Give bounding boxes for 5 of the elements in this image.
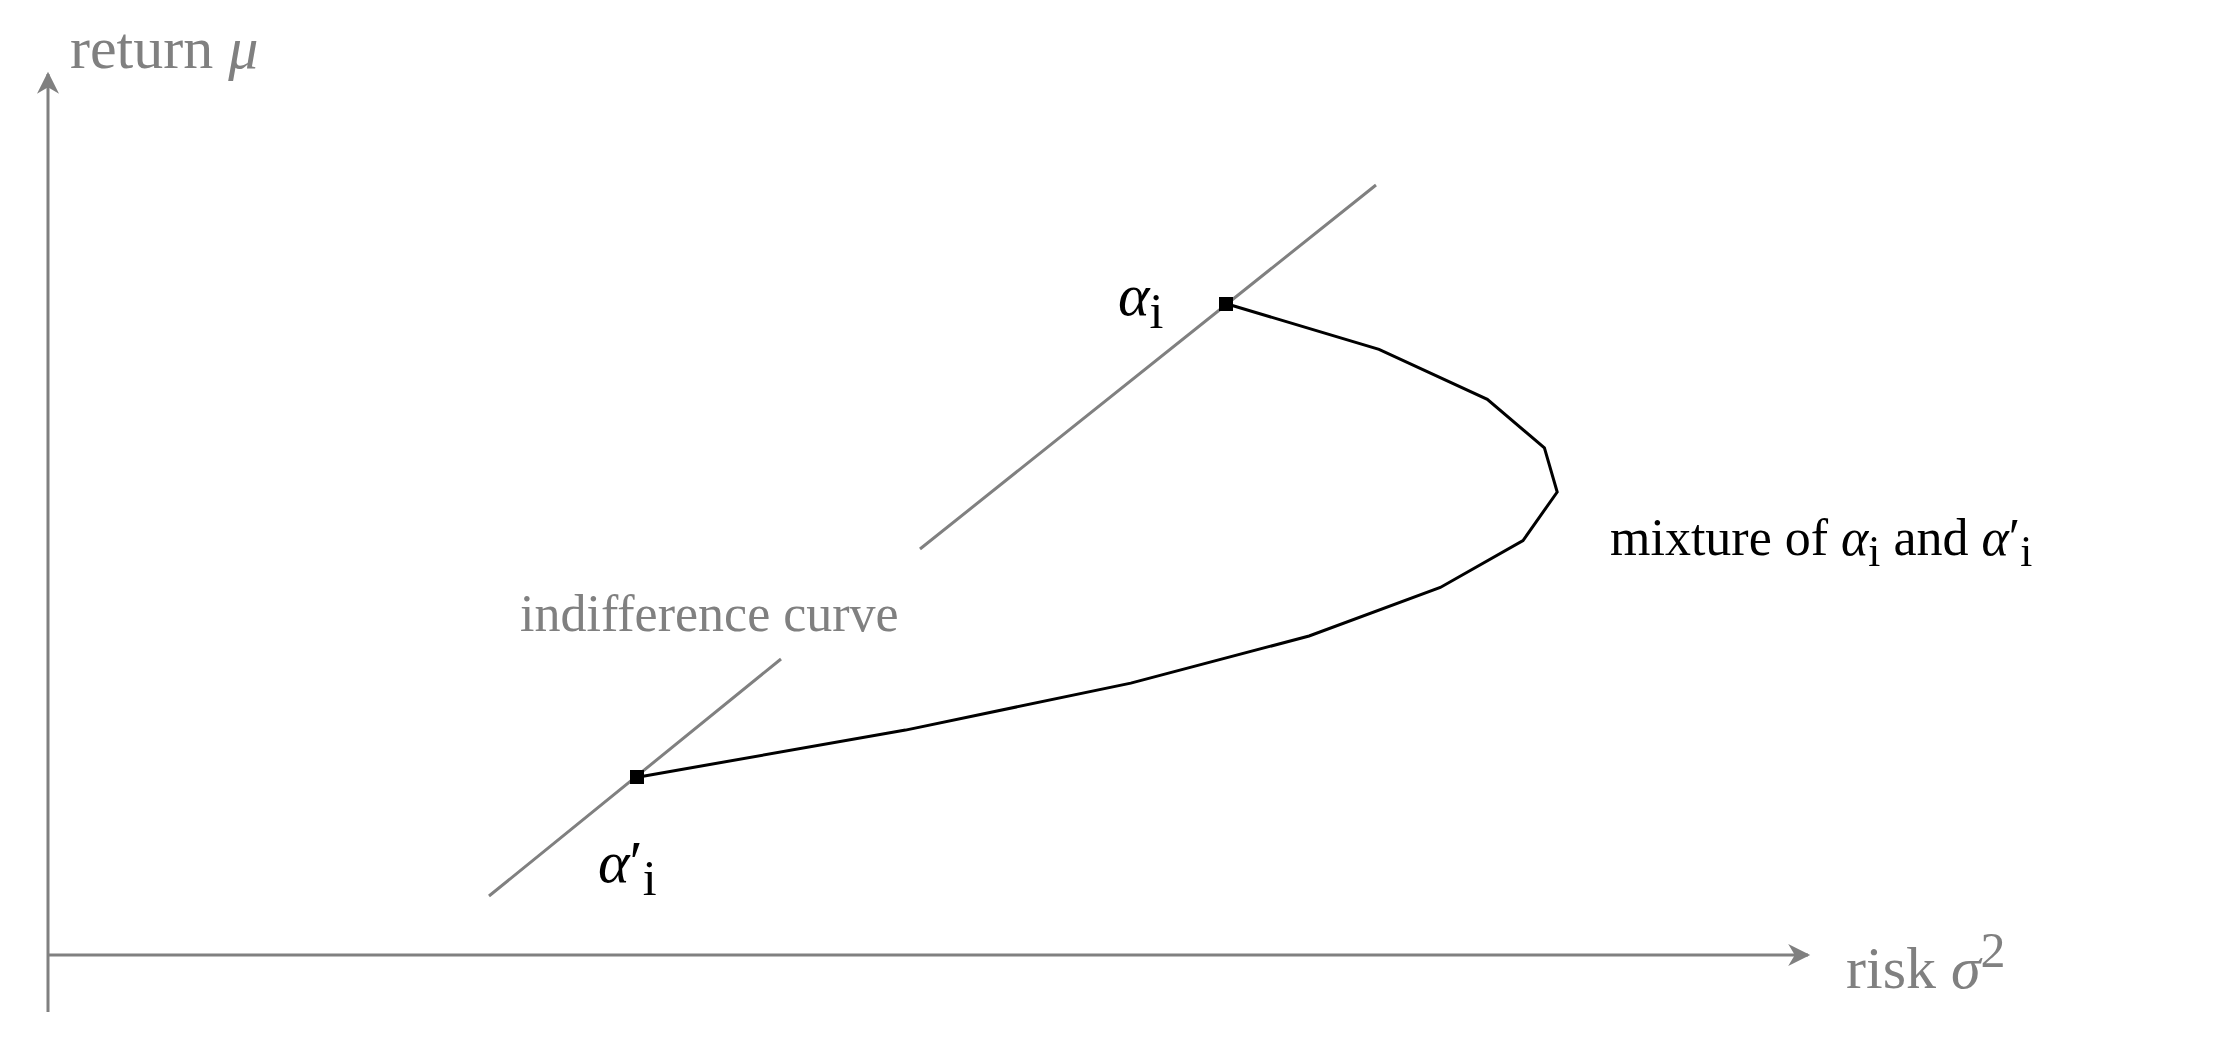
axis-label: risk σ$^{2}$	[1846, 925, 2006, 998]
point-label: α$_{i}$	[1118, 265, 1164, 336]
curve-label: indifference curve	[520, 588, 899, 640]
point-label: α′$_{i}$	[598, 832, 657, 903]
curve-label: mixture of α$_{i}$ and α′$_{i}$	[1610, 512, 2033, 574]
